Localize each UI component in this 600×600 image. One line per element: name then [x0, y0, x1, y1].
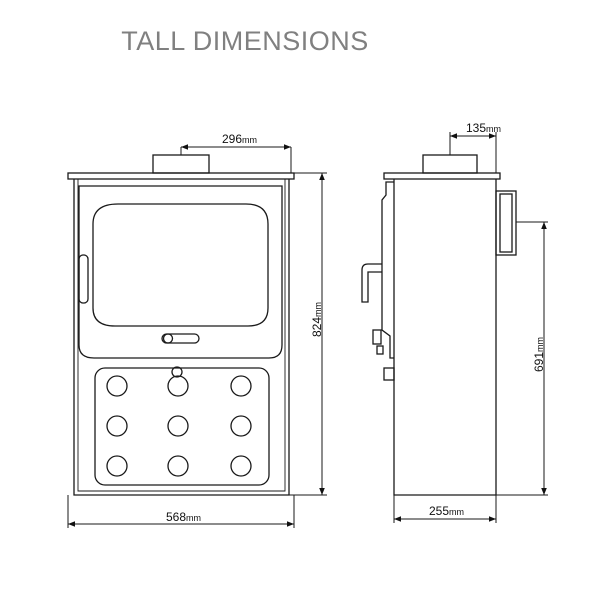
log-store-hole	[167, 415, 189, 437]
dim-rear-flue-offset: 135mm	[449, 121, 501, 173]
dim-flue-diameter: 296mm	[180, 132, 292, 173]
depth-unit: mm	[449, 507, 464, 517]
svg-text:568mm: 568mm	[166, 510, 201, 524]
flue-diameter-value: 296	[222, 132, 242, 146]
side-air-control	[372, 329, 382, 345]
log-store-hole	[230, 375, 252, 397]
width-unit: mm	[186, 513, 201, 523]
log-store-hole	[230, 415, 252, 437]
page-title: TALL DIMENSIONS	[121, 26, 369, 56]
log-store-hole	[106, 415, 128, 437]
rear-outlet-height-unit: mm	[535, 337, 545, 352]
overall-height-value: 824	[310, 317, 324, 337]
log-store-hole	[167, 455, 189, 477]
log-store-hole	[106, 455, 128, 477]
front-body-outline	[73, 179, 290, 496]
front-flue-collar	[152, 154, 210, 174]
door-handle	[78, 254, 89, 304]
side-flue-collar	[422, 154, 478, 174]
front-body-inner-line	[77, 179, 286, 492]
log-store-holes	[106, 375, 252, 477]
dim-rear-outlet-height: 691mm	[496, 221, 548, 496]
air-control-slider	[161, 333, 200, 344]
rear-flue-outlet-inner	[499, 193, 513, 253]
side-air-control-stem	[376, 345, 384, 355]
rear-flue-offset-unit: mm	[486, 124, 501, 134]
side-door-edge	[381, 181, 394, 359]
side-log-store-latch	[383, 367, 395, 381]
front-top-plate	[67, 172, 295, 180]
dim-depth: 255mm	[393, 495, 497, 523]
side-door-handle	[361, 263, 382, 303]
log-store-hole	[167, 375, 189, 397]
side-top-plate	[383, 172, 501, 180]
log-store-hole	[230, 455, 252, 477]
log-store-panel	[94, 367, 270, 486]
flue-diameter-unit: mm	[242, 135, 257, 145]
svg-text:255mm: 255mm	[429, 504, 464, 518]
depth-value: 255	[429, 504, 449, 518]
front-view	[67, 154, 295, 496]
rear-flue-offset-value: 135	[466, 121, 486, 135]
door-window	[92, 203, 269, 327]
svg-text:296mm: 296mm	[222, 132, 257, 146]
log-store-latch	[171, 366, 183, 378]
air-control-knob	[162, 333, 174, 344]
svg-text:135mm: 135mm	[466, 121, 501, 135]
dim-overall-height: 824mm	[289, 172, 327, 496]
front-door	[78, 185, 283, 359]
dim-width: 568mm	[67, 495, 295, 528]
rear-flue-outlet	[495, 190, 517, 256]
overall-height-unit: mm	[313, 302, 323, 317]
svg-text:824mm: 824mm	[310, 302, 324, 337]
log-store-hole	[106, 375, 128, 397]
rear-outlet-height-value: 691	[532, 352, 546, 372]
width-value: 568	[166, 510, 186, 524]
svg-text:691mm: 691mm	[532, 337, 546, 372]
side-body-outline	[393, 179, 497, 496]
side-view	[361, 154, 517, 496]
